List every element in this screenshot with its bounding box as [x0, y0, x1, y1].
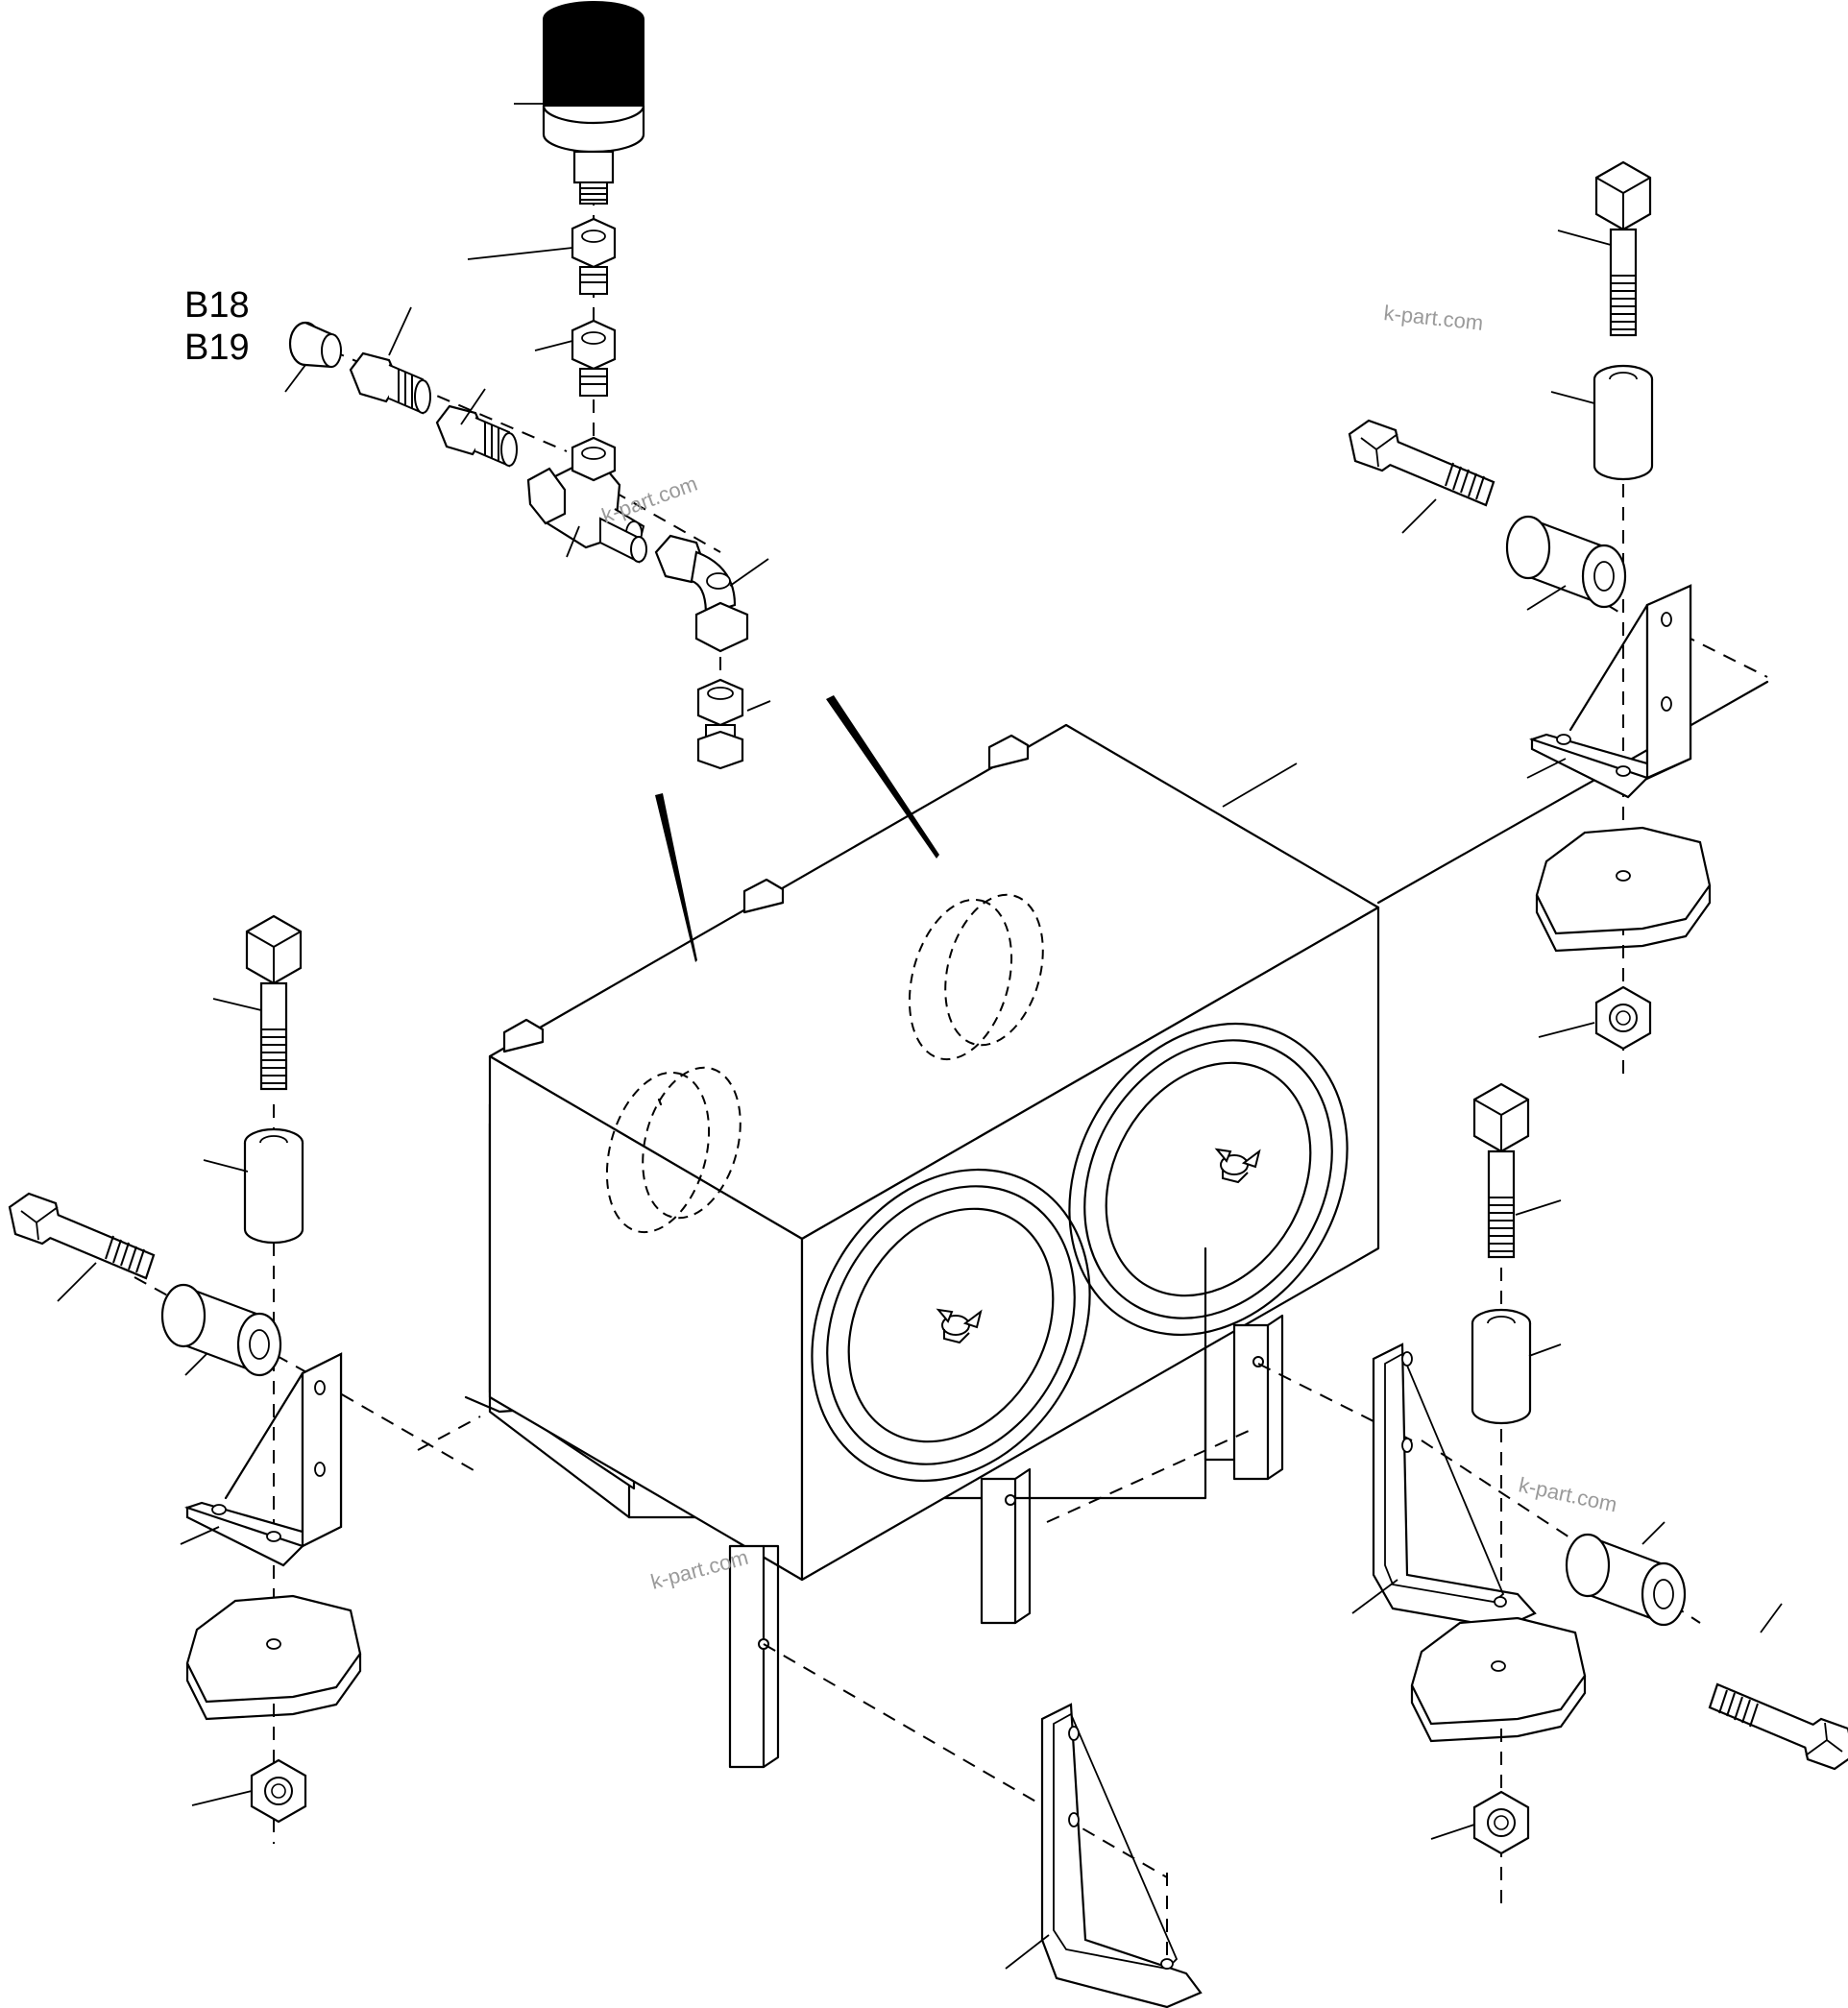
hex-fitting [571, 319, 617, 397]
adapter-fitting [435, 404, 518, 468]
callout-label: B19 [184, 327, 250, 368]
fitting-assembly [288, 1, 749, 770]
right-upper-mounting-hardware [1348, 160, 1769, 1076]
nut-icon [250, 1758, 307, 1824]
rubber-pad-icon [1410, 1616, 1587, 1743]
gusset-bracket [1372, 1343, 1537, 1630]
cooler-housing [464, 695, 1380, 1769]
mount-rail [1232, 1323, 1270, 1481]
left-mounting-hardware [8, 914, 481, 1844]
elbow-fitting [654, 534, 749, 653]
watermark: k-part.com [1382, 301, 1484, 335]
bolt-icon [245, 914, 303, 1091]
watermark: k-part.com [1517, 1472, 1619, 1516]
cap-right [1068, 1022, 1349, 1337]
nipple-fitting [599, 517, 647, 564]
bolt-icon [1594, 160, 1652, 337]
leader-lines [57, 103, 1783, 1970]
gusset-bracket [1040, 1703, 1203, 2008]
nut-icon [1594, 985, 1652, 1051]
wing-nut-icon [1214, 1148, 1261, 1184]
union-fitting [696, 678, 744, 770]
spacer-icon [160, 1283, 282, 1377]
callout-label: B18 [184, 285, 250, 326]
bolt-icon [1472, 1082, 1530, 1259]
spacer-icon [243, 1127, 304, 1245]
cap-left [811, 1168, 1091, 1483]
spacer-icon [1505, 515, 1627, 609]
adapter-fitting [349, 351, 431, 415]
bolt-icon [8, 1192, 156, 1280]
bolt-icon [1708, 1682, 1848, 1771]
nut-icon [1472, 1790, 1530, 1855]
spacer-icon [1593, 364, 1654, 481]
spacer-icon [1471, 1308, 1532, 1425]
plug-fitting [288, 321, 342, 369]
mount-bracket [1529, 584, 1692, 799]
breather-cap [542, 1, 645, 205]
spacer-icon [1565, 1533, 1687, 1627]
right-lower-mounting-hardware [763, 1082, 1848, 2008]
mount-rail [728, 1544, 766, 1769]
wing-nut-icon [936, 1308, 983, 1344]
mount-bracket [184, 1352, 343, 1567]
bolt-icon [1348, 419, 1495, 507]
hex-fitting [571, 217, 617, 295]
rubber-pad-icon [185, 1594, 362, 1721]
